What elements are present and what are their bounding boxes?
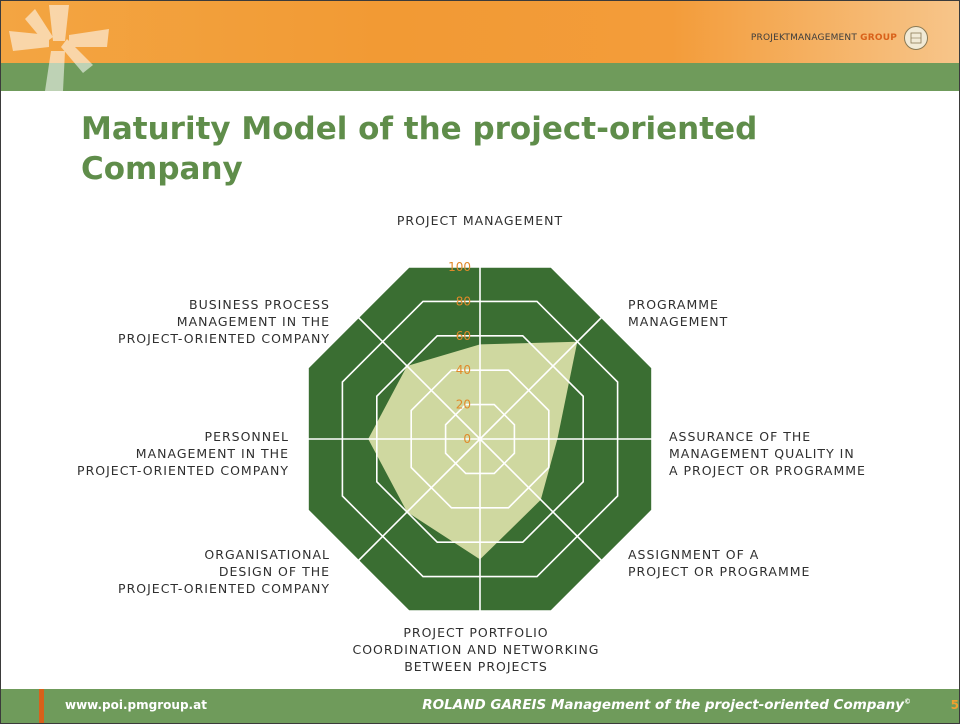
radar-axis-label: PROJECT MANAGEMENT <box>397 213 563 228</box>
radar-spoke <box>479 438 603 562</box>
radar-grid-ring <box>375 335 585 544</box>
radar-series-area <box>368 341 578 560</box>
radar-tick-label: 40 <box>456 363 471 377</box>
radar-tick-label: 20 <box>456 398 471 412</box>
radar-grid-ring <box>410 369 550 509</box>
company-logo: PROJEKTMANAGEMENT GROUP <box>751 25 929 51</box>
radar-grid-ring <box>307 266 653 612</box>
footer-credit: ROLAND GAREIS Management of the project-… <box>422 697 911 713</box>
radar-grid-ring <box>444 403 516 475</box>
header-banner <box>1 1 959 63</box>
university-seal-icon <box>904 26 928 50</box>
radar-grid-ring <box>341 300 619 578</box>
slide-title: Maturity Model of the project-oriented C… <box>81 111 758 187</box>
page-number: 5 <box>950 698 959 712</box>
radar-spoke <box>479 316 603 440</box>
radar-spoke <box>357 438 481 562</box>
radar-spoke <box>357 316 481 440</box>
star-logo-icon <box>9 5 109 91</box>
logo-text: PROJEKTMANAGEMENT GROUP <box>750 33 897 43</box>
footer-accent <box>39 689 44 723</box>
radar-tick-label: 100 <box>448 260 471 274</box>
header-stripe <box>1 63 959 91</box>
footer-bar <box>1 689 959 723</box>
radar-chart: 0 20 40 60 80 100 PROJECT MANAGEMENT PROGRAMME… <box>77 213 866 674</box>
footer-credit-mark: © <box>904 697 911 706</box>
radar-tick-label: 80 <box>456 294 471 308</box>
radar-tick-label: 60 <box>456 329 471 343</box>
radar-tick-label: 0 <box>463 432 471 446</box>
footer-url: www.poi.pmgroup.at <box>65 698 207 712</box>
